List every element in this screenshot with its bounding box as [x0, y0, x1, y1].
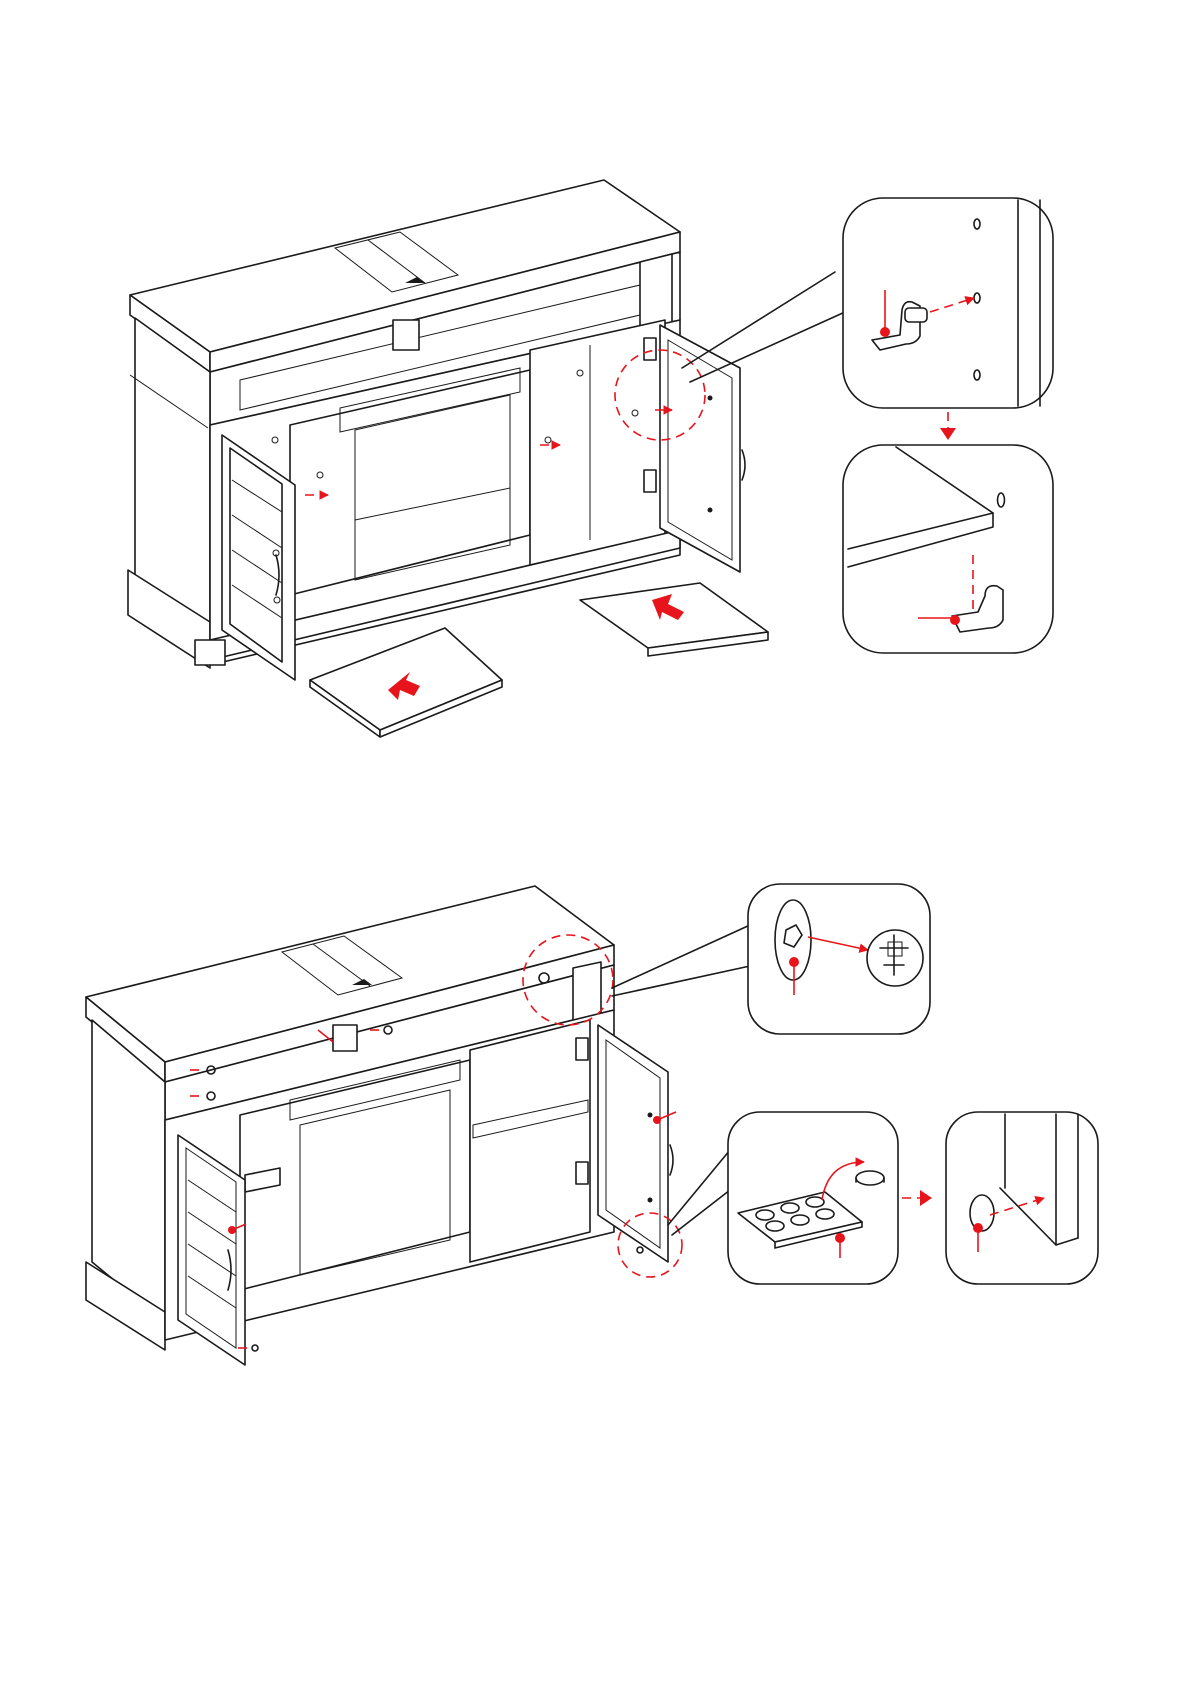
center-support-bracket — [393, 320, 419, 350]
callout-box-bumper-sheet — [728, 1112, 898, 1284]
shelf-right — [580, 583, 768, 656]
callout-box-shelf-rest — [843, 445, 1053, 653]
next-arrow-down — [940, 412, 956, 440]
callout-box-bumper-applied — [946, 1112, 1098, 1284]
next-arrow-right — [902, 1190, 932, 1206]
callout-box-shelf-pin — [843, 198, 1053, 408]
step-1-cabinet — [128, 180, 845, 737]
shelf-left — [310, 628, 502, 737]
step-2-cabinet — [86, 886, 750, 1365]
callout-box-cam-lock — [748, 884, 930, 1034]
